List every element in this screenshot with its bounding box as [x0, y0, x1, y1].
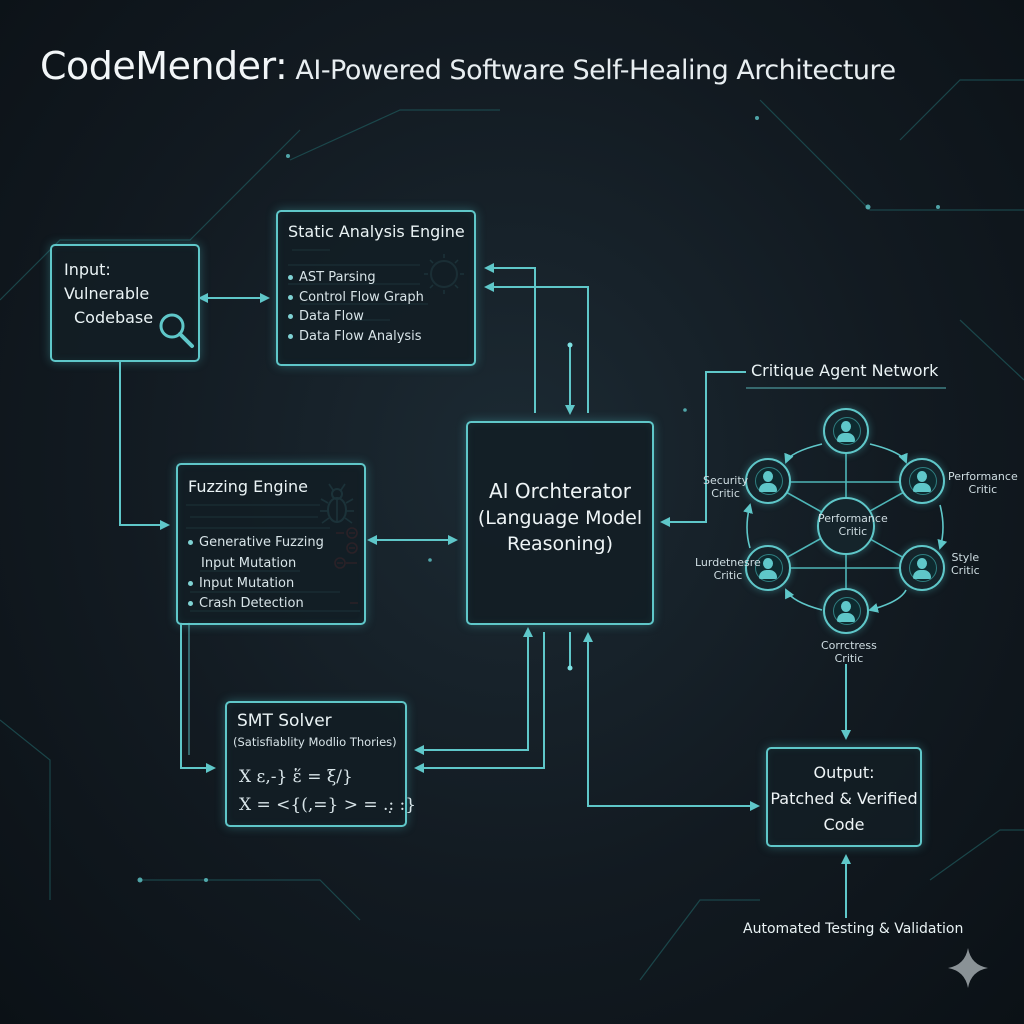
static-analysis-box[interactable]: Static Analysis Engine AST Parsing Contr… — [276, 210, 476, 366]
input-codebase: Codebase — [74, 308, 154, 327]
fuzzing-engine-box[interactable]: Fuzzing Engine Generative Fuzzing Input … — [176, 463, 366, 625]
input-vulnerable: Vulnerable — [64, 284, 150, 303]
fuzzing-item-generative: Generative Fuzzing — [188, 535, 324, 550]
output-line-2: Patched & Verified — [770, 789, 918, 808]
title-subtitle: AI-Powered Software Self-Healing Archite… — [287, 55, 896, 86]
fuzzing-title: Fuzzing Engine — [188, 477, 308, 496]
automated-testing-label: Automated Testing & Validation — [743, 921, 964, 937]
search-icon — [159, 313, 194, 348]
input-label: Input: — [64, 260, 111, 279]
smt-subtitle: (Satisfiablity Modlio Thories) — [233, 735, 397, 749]
smt-title: SMT Solver — [237, 711, 332, 731]
static-analysis-title: Static Analysis Engine — [288, 222, 465, 241]
fuzzing-item-mutation-b: Input Mutation — [188, 576, 294, 591]
critique-network-title: Critique Agent Network — [751, 361, 939, 380]
background-traces — [0, 79, 1024, 981]
smt-formula-2: X = <{(,=} > = .:̣ :} — [239, 795, 417, 815]
smt-solver-box[interactable]: SMT Solver (Satisfiablity Modlio Thories… — [225, 701, 416, 827]
agent-security[interactable] — [745, 458, 791, 504]
orchestrator-line-2: (Language Model — [477, 507, 643, 529]
output-box[interactable]: Output: Patched & Verified Code — [766, 747, 922, 847]
static-item-ast: AST Parsing — [288, 270, 376, 285]
orchestrator-line-1: AI Orchterator — [488, 479, 632, 503]
output-line-3: Code — [823, 815, 865, 834]
fuzzing-item-crash: Crash Detection — [188, 596, 304, 611]
agent-correctness[interactable] — [823, 588, 869, 634]
agent-performance-right[interactable] — [899, 458, 945, 504]
output-line-1: Output: — [813, 763, 875, 782]
fuzzing-item-mutation-a: Input Mutation — [201, 556, 297, 571]
sparkle-icon — [948, 948, 988, 988]
orchestrator-line-3: Reasoning) — [506, 533, 614, 555]
page-title: CodeMender: AI-Powered Software Self-Hea… — [40, 44, 896, 88]
input-box[interactable]: Input: Vulnerable Codebase — [50, 244, 200, 362]
agent-center-hub[interactable] — [817, 497, 875, 555]
agent-style[interactable] — [899, 545, 945, 591]
agent-left-lower[interactable] — [745, 545, 791, 591]
ai-orchestrator-box[interactable]: AI Orchterator (Language Model Reasoning… — [466, 421, 654, 625]
agent-top[interactable] — [823, 408, 869, 454]
smt-formula-1: X ε,-} ἕ = ξ/} — [239, 767, 353, 787]
static-item-dataflow-analysis: Data Flow Analysis — [288, 329, 422, 344]
title-main: CodeMender: — [40, 44, 288, 88]
static-item-cfg: Control Flow Graph — [288, 290, 424, 305]
static-item-dataflow: Data Flow — [288, 309, 364, 324]
